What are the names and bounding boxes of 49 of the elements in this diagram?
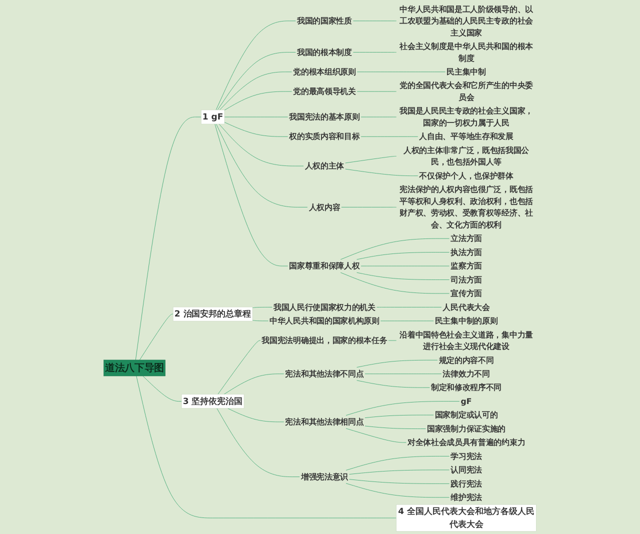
connector xyxy=(352,20,397,22)
node-box: 3 坚持依宪治国 xyxy=(181,394,244,408)
connector xyxy=(345,168,418,176)
connector xyxy=(356,272,450,280)
connector xyxy=(360,136,418,137)
node-box: 1 gF xyxy=(200,110,225,124)
connector xyxy=(352,52,397,53)
connector xyxy=(356,91,397,92)
connector xyxy=(346,428,406,443)
connector xyxy=(364,426,426,430)
connector xyxy=(139,314,174,360)
connector xyxy=(356,380,430,388)
connector xyxy=(224,91,292,110)
connector xyxy=(214,124,288,266)
connector xyxy=(136,376,397,518)
connector xyxy=(345,156,397,164)
connector xyxy=(252,320,268,322)
connector xyxy=(341,206,397,208)
connector xyxy=(216,20,296,110)
connector xyxy=(349,470,450,475)
connector xyxy=(388,340,397,341)
connector xyxy=(364,414,434,418)
connector xyxy=(216,124,308,208)
connector xyxy=(216,408,300,478)
connector xyxy=(252,306,272,308)
connector xyxy=(356,360,438,368)
node-box: 2 治国安邦的总章程 xyxy=(172,306,253,322)
connector xyxy=(346,456,450,471)
connector xyxy=(224,122,288,137)
connector xyxy=(340,238,450,260)
connector xyxy=(376,306,442,308)
connector xyxy=(346,401,460,416)
connector xyxy=(219,72,292,110)
connector xyxy=(142,376,182,402)
connector xyxy=(218,124,304,166)
connector xyxy=(356,252,450,260)
connector xyxy=(360,116,397,118)
connector xyxy=(346,483,450,498)
connector xyxy=(218,340,261,395)
connector xyxy=(224,116,288,118)
connector xyxy=(349,479,450,484)
connector xyxy=(227,408,284,422)
connector xyxy=(380,320,434,322)
node-box: 道法八下导图 xyxy=(104,360,166,376)
connector xyxy=(135,116,202,360)
connector xyxy=(224,374,284,395)
node-box: 4 全国人民代表大会和地方各级人民代表大会 xyxy=(396,504,536,532)
connector xyxy=(340,272,450,294)
connector xyxy=(217,52,296,110)
